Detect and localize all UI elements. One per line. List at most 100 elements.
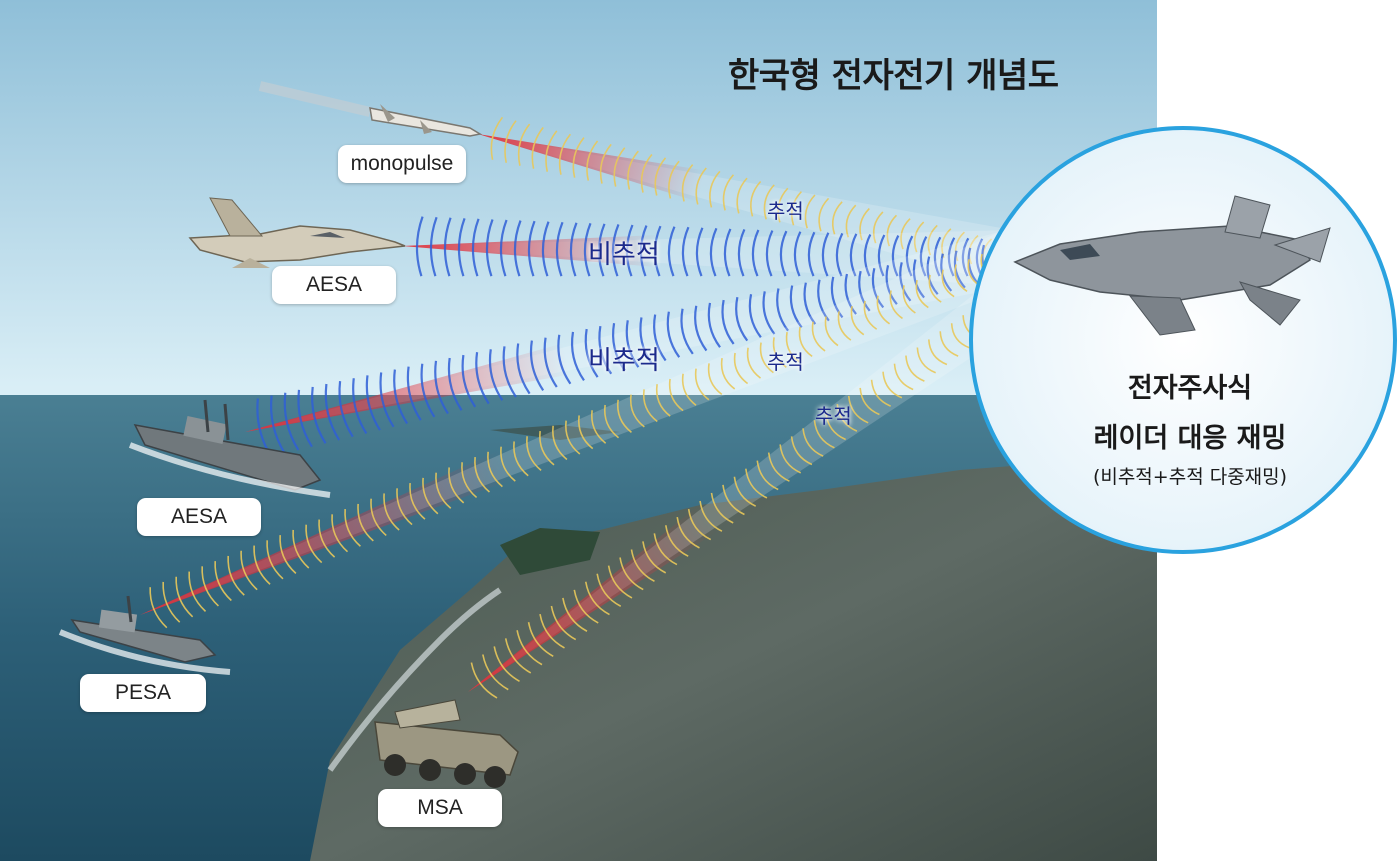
wavefront-arc (584, 581, 610, 616)
wavefront-arc (569, 222, 578, 277)
wavefront-arc (950, 323, 970, 349)
wavefront-arc (928, 274, 942, 303)
wavefront-arc (791, 191, 802, 226)
wavefront-arc (338, 381, 354, 438)
jammer-subtitle: (비추적+추적 다중재밍) (1092, 466, 1288, 488)
wavefront-arc (666, 311, 681, 358)
wavefront-arc (471, 218, 480, 277)
diagram-title: 한국형 전자전기 개념도 (728, 56, 1059, 96)
wavefront-arc (598, 325, 613, 375)
wavefront-arc (545, 130, 558, 172)
wavefront-arc (435, 472, 452, 509)
wavefront-arc (709, 227, 718, 277)
wavefront-arc (283, 392, 300, 451)
wavefront-arc (577, 415, 594, 450)
wavefront-arc (762, 291, 776, 335)
wavefront-arc (541, 221, 550, 277)
wavefront-arc (297, 389, 313, 448)
wavefront-arc (482, 654, 509, 691)
wavefront-arc (886, 214, 898, 247)
wavefront-arc (352, 378, 368, 434)
wavefront-arc (629, 394, 645, 428)
wavefront-arc (858, 270, 871, 312)
beam-label-tracking: 추적 (767, 350, 804, 374)
wavefront-arc (746, 347, 761, 379)
wavefront-arc (733, 352, 749, 385)
wavefront-arc (292, 529, 310, 569)
wavefront-arc (847, 395, 869, 424)
wavefront-arc (357, 503, 374, 542)
wavefront-arc (676, 517, 700, 549)
wavefront-arc (642, 389, 658, 423)
wavefront-arc (555, 221, 564, 277)
wavefront-arc (655, 384, 671, 417)
wavefront-arc (707, 302, 721, 348)
wavefront-arc (565, 420, 581, 455)
wavefront-arc (941, 269, 955, 298)
wavefront-arc (772, 337, 787, 368)
wavefront-arc (915, 279, 929, 309)
wavefront-arc (785, 332, 800, 363)
wavefront-arc (324, 383, 341, 441)
wavefront-arc (710, 492, 734, 524)
wavefront-arc (562, 597, 588, 632)
wavefront-arc (765, 230, 774, 277)
wavefront-arc (573, 589, 599, 624)
wavefront-arc (590, 410, 607, 444)
wavefront-arc (807, 231, 816, 277)
wavefront-arc (722, 484, 745, 516)
wavefront-arc (709, 170, 721, 208)
wavefront-arc (470, 662, 498, 699)
wavefront-arc (475, 352, 490, 405)
wavefront-arc (558, 133, 571, 175)
wavefront-arc (607, 565, 633, 599)
wavefront-arc (627, 150, 639, 190)
wavefront-arc (149, 587, 168, 629)
wavefront-arc (877, 234, 886, 277)
wavefront-arc (870, 379, 891, 407)
wavefront-arc (882, 371, 903, 399)
patrol-boat-icon (58, 595, 231, 675)
wavefront-arc (737, 228, 746, 277)
wavefront-arc (871, 267, 885, 309)
wavefront-arc (919, 236, 928, 277)
wavefront-arc (490, 116, 504, 160)
wavefront-arc (668, 378, 684, 412)
wavefront-arc (331, 514, 349, 553)
wavefront-arc (370, 498, 387, 537)
wavefront-arc (912, 259, 925, 299)
wavefront-arc (630, 549, 655, 582)
wavefront-arc (961, 237, 970, 277)
wavefront-arc (642, 541, 667, 574)
wavefront-arc (613, 147, 626, 187)
distant-island (490, 425, 620, 440)
wavefront-arc (954, 231, 965, 262)
beam-monopulse-tracking (478, 116, 1017, 286)
wavefront-arc (707, 363, 723, 396)
wavefront-arc (570, 331, 585, 382)
wavefront-arc (640, 153, 653, 193)
fighter-jet-icon (188, 197, 406, 268)
wavefront-arc (776, 288, 789, 332)
wavefront-arc (750, 180, 762, 217)
wavefront-arc (513, 441, 529, 477)
wavefront-arc (603, 404, 620, 439)
hill-vegetation (500, 528, 600, 575)
wavefront-arc (695, 227, 704, 277)
wavefront-arc (790, 436, 813, 466)
wavefront-arc (270, 395, 286, 454)
wavefront-arc (485, 219, 494, 277)
wavefront-arc (830, 276, 844, 319)
wavefront-arc (876, 295, 891, 325)
wavefront-arc (821, 232, 830, 277)
wavefront-arc (625, 320, 640, 368)
wavefront-arc (664, 525, 689, 557)
wavefront-arc (837, 311, 852, 341)
radar-truck-icon (374, 699, 519, 788)
wavefront-arc (694, 305, 708, 352)
wavefront-arc (735, 296, 749, 342)
stealth-fighter-icon (1013, 195, 1331, 336)
wavefront-arc (824, 316, 839, 347)
wavefront-arc (889, 290, 903, 320)
